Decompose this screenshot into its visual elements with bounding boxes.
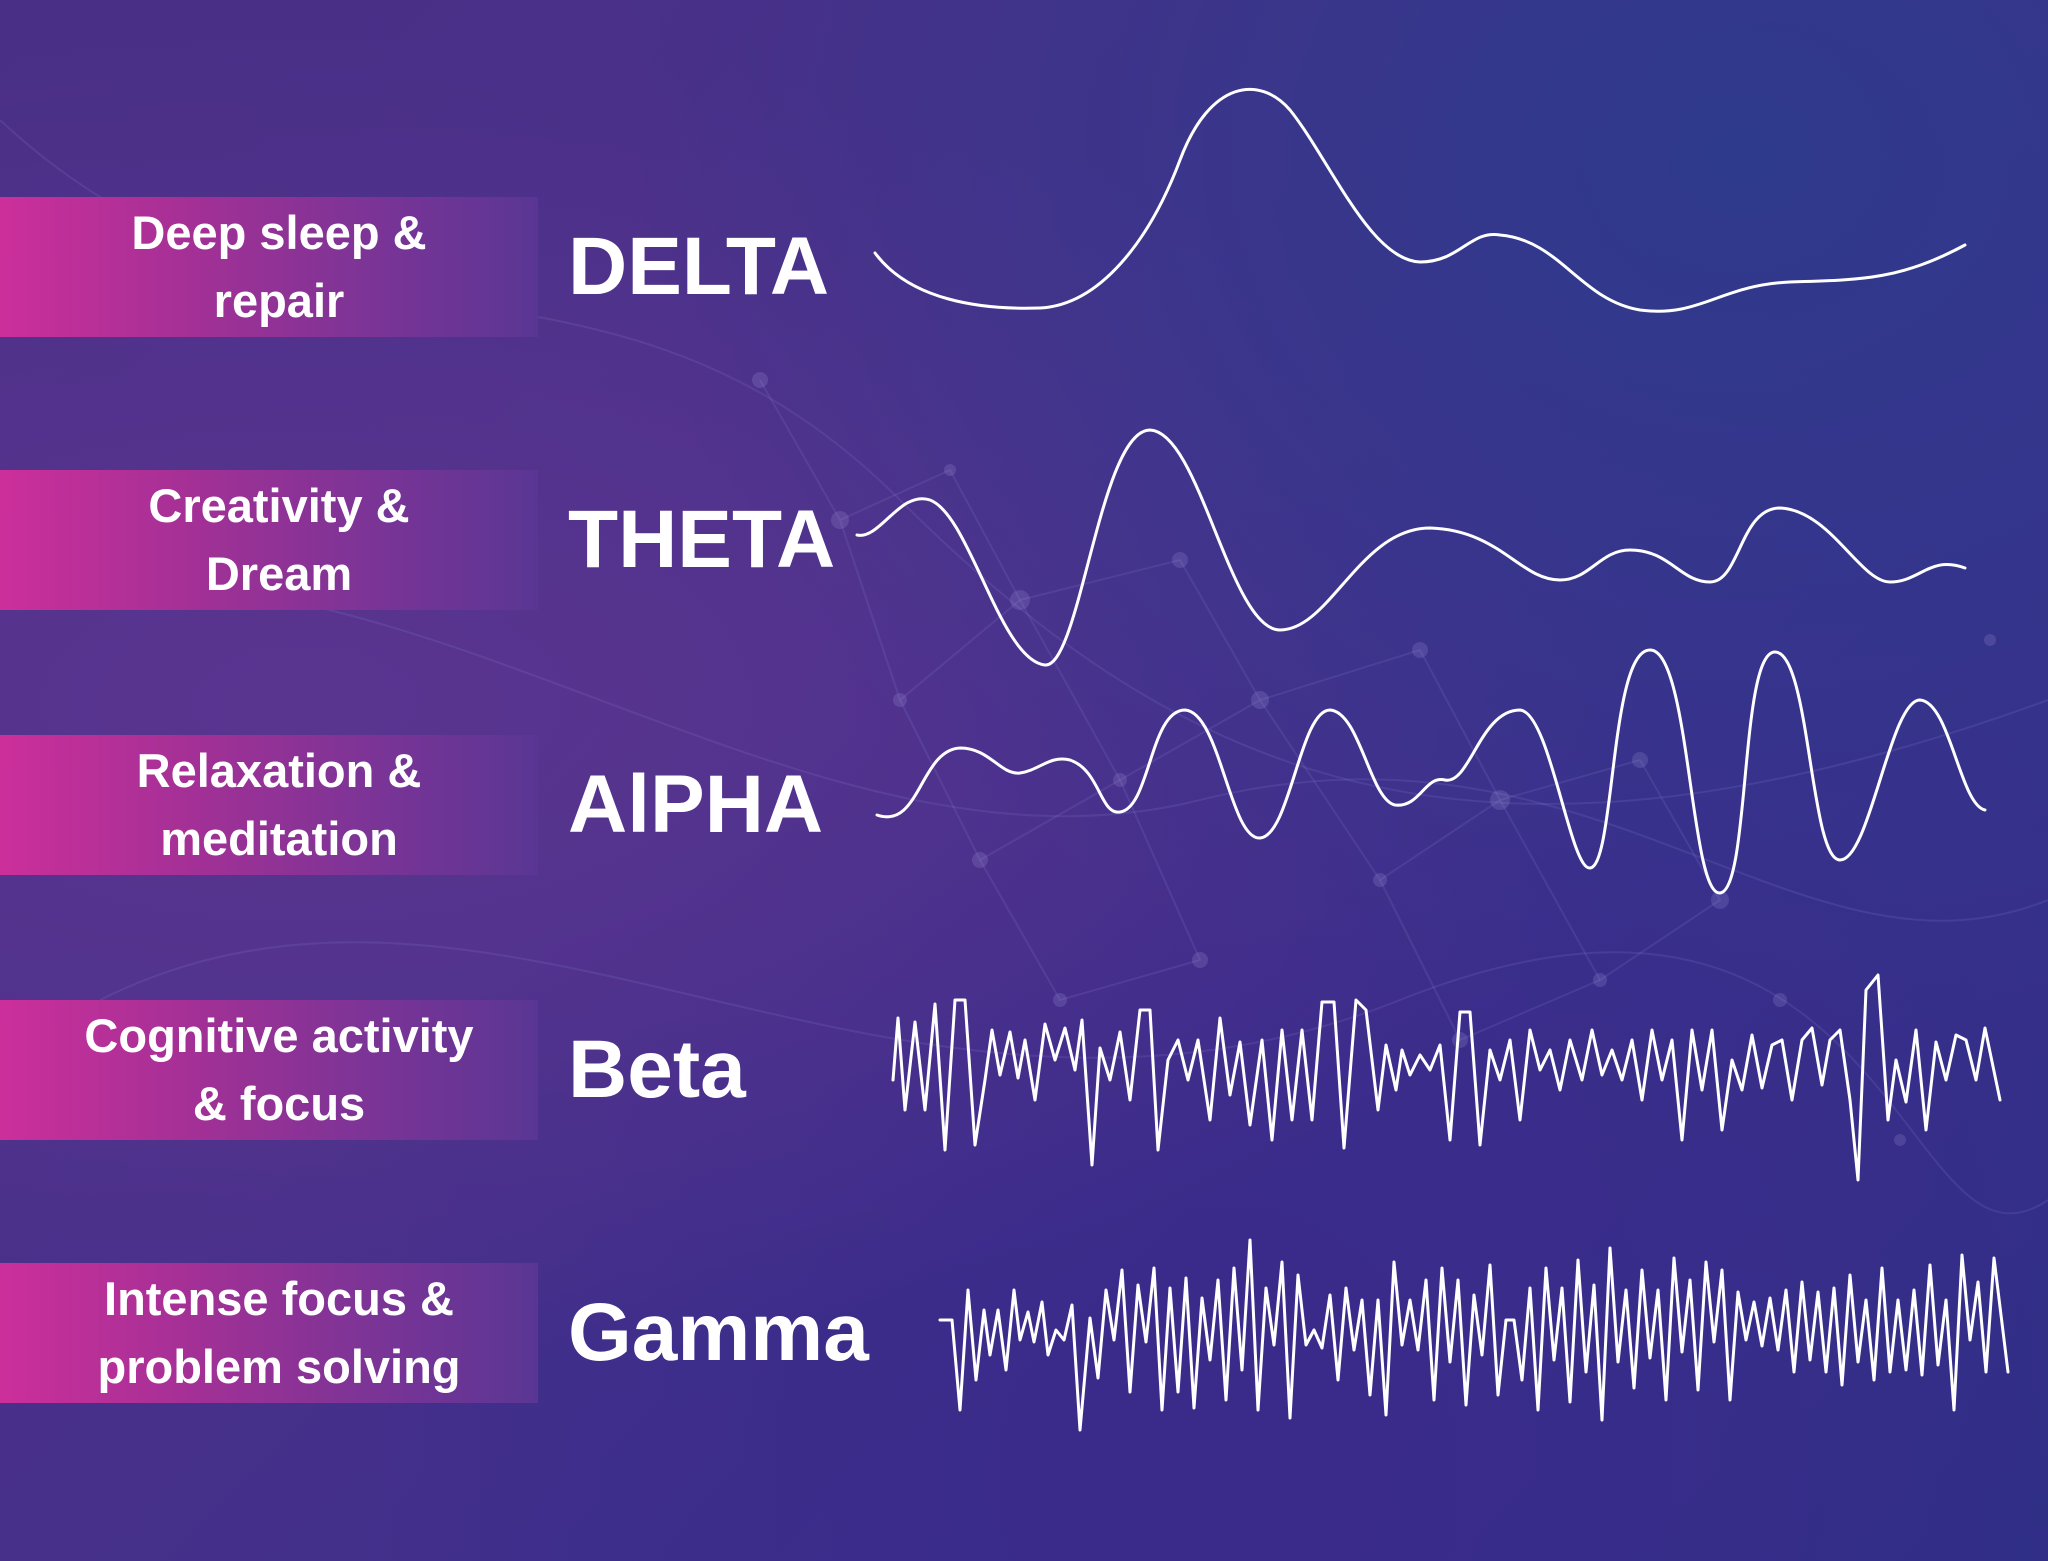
row-gamma: Intense focus & problem solving Gamma: [0, 1263, 2048, 1403]
wave-name-delta: DELTA: [568, 221, 830, 312]
row-delta: Deep sleep & repair DELTA: [0, 197, 2048, 337]
description-box-beta: Cognitive activity & focus: [0, 1000, 538, 1140]
description-box-theta: Creativity & Dream: [0, 470, 538, 610]
description-line1: Deep sleep &: [131, 206, 427, 259]
wave-name-beta: Beta: [568, 1024, 746, 1115]
wave-name-gamma: Gamma: [568, 1287, 869, 1378]
description-line1: Creativity &: [148, 479, 410, 532]
row-theta: Creativity & Dream THETA: [0, 470, 2048, 610]
description-line1: Cognitive activity: [84, 1009, 474, 1062]
description-box-gamma: Intense focus & problem solving: [0, 1263, 538, 1403]
description-line1: Intense focus &: [104, 1272, 454, 1325]
description-line2: problem solving: [97, 1340, 461, 1393]
description-line1: Relaxation &: [136, 744, 422, 797]
row-alpha: Relaxation & meditation AlPHA: [0, 735, 2048, 875]
description-line2: & focus: [192, 1077, 366, 1130]
row-beta: Cognitive activity & focus Beta: [0, 1000, 2048, 1140]
description-line2: repair: [213, 274, 345, 327]
description-box-alpha: Relaxation & meditation: [0, 735, 538, 875]
wave-name-theta: THETA: [568, 494, 836, 585]
wave-name-alpha: AlPHA: [568, 759, 824, 850]
description-box-delta: Deep sleep & repair: [0, 197, 538, 337]
description-line2: meditation: [160, 812, 398, 865]
description-line2: Dream: [205, 547, 353, 600]
